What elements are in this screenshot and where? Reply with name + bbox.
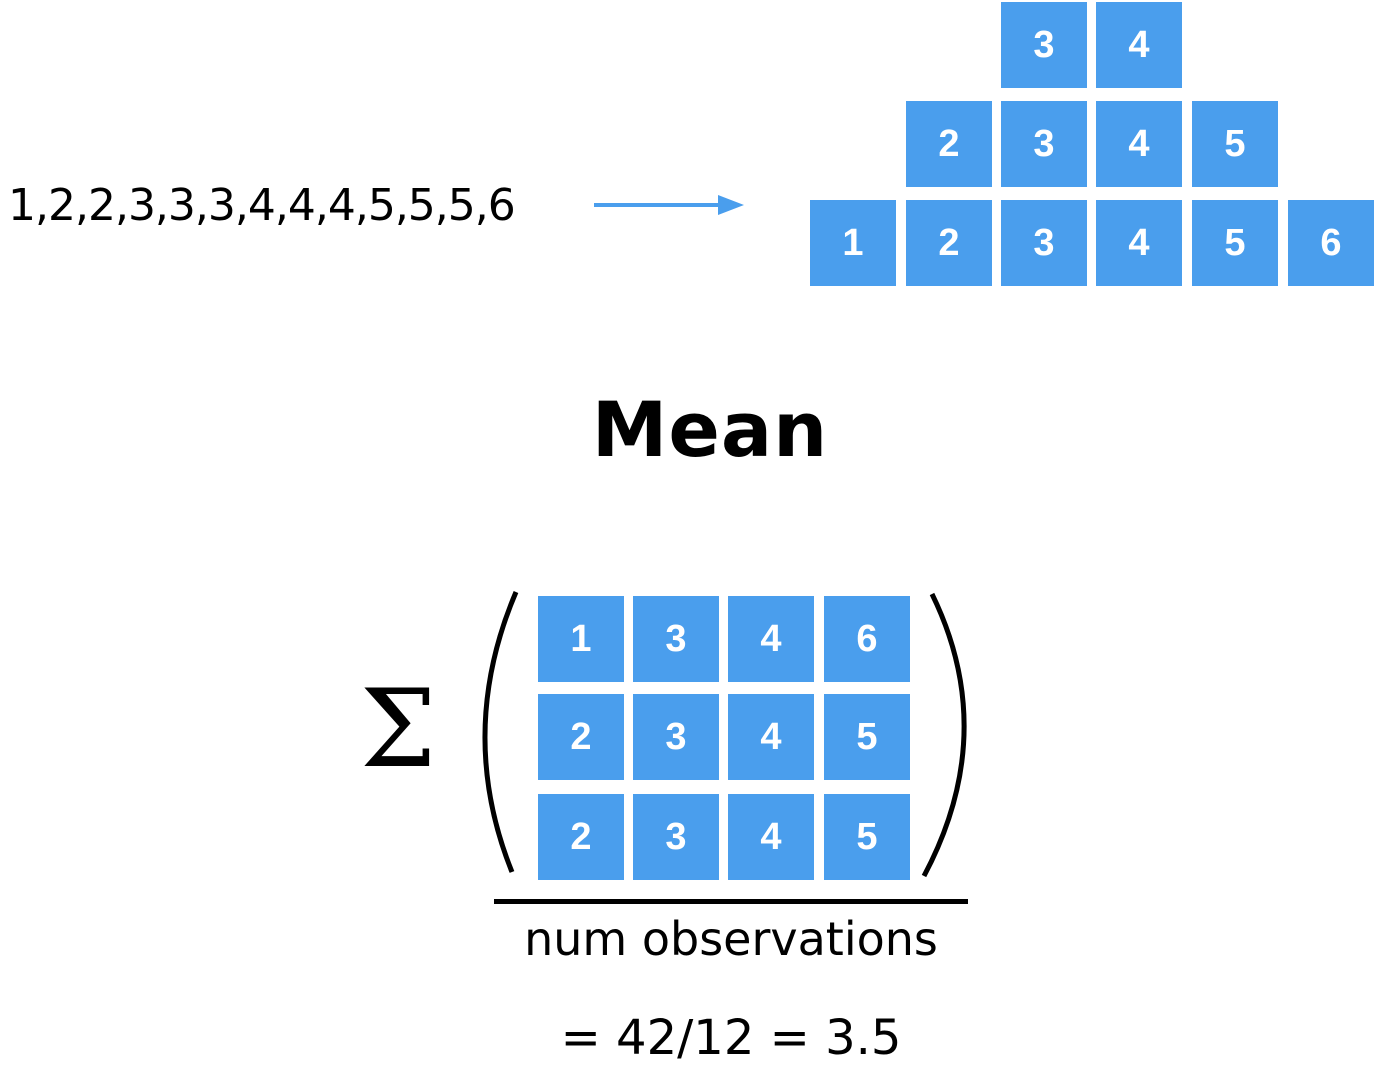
page-title: Mean	[591, 385, 829, 474]
histogram-box: 3	[1001, 101, 1087, 187]
grid-box: 5	[824, 694, 910, 780]
right-parenthesis	[921, 592, 967, 878]
sigma-symbol: Σ	[360, 667, 437, 792]
histogram-box: 4	[1096, 2, 1182, 88]
grid-box: 3	[633, 794, 719, 880]
grid-box: 5	[824, 794, 910, 880]
grid-box: 4	[728, 794, 814, 880]
mean-result: = 42/12 = 3.5	[560, 1010, 902, 1066]
histogram-box: 5	[1192, 200, 1278, 286]
grid-box: 2	[538, 694, 624, 780]
grid-box: 3	[633, 694, 719, 780]
grid-box: 4	[728, 694, 814, 780]
grid-box: 4	[728, 596, 814, 682]
denominator-label: num observations	[524, 912, 938, 966]
grid-box: 2	[538, 794, 624, 880]
right-arrow-icon	[594, 195, 744, 215]
histogram-box: 1	[810, 200, 896, 286]
left-parenthesis	[482, 591, 519, 873]
histogram-box: 3	[1001, 2, 1087, 88]
fraction-bar	[494, 899, 968, 904]
histogram-box: 2	[906, 101, 992, 187]
histogram-box: 3	[1001, 200, 1087, 286]
histogram-box: 4	[1096, 200, 1182, 286]
grid-box: 6	[824, 596, 910, 682]
grid-box: 3	[633, 596, 719, 682]
grid-box: 1	[538, 596, 624, 682]
histogram-box: 4	[1096, 101, 1182, 187]
histogram-box: 5	[1192, 101, 1278, 187]
number-sequence: 1,2,2,3,3,3,4,4,4,5,5,5,6	[8, 180, 516, 231]
histogram-box: 6	[1288, 200, 1374, 286]
histogram-box: 2	[906, 200, 992, 286]
